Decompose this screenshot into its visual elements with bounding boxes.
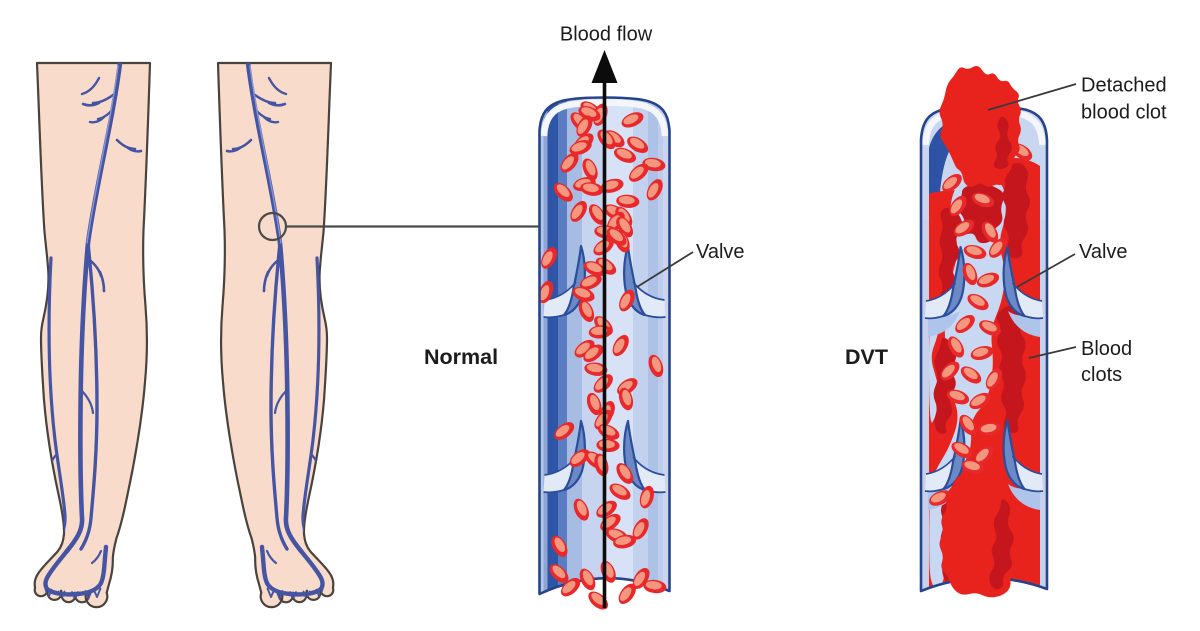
valve-dvt-label: Valve bbox=[1079, 241, 1128, 263]
normal-vein-illustration bbox=[538, 50, 671, 614]
annotation-circle bbox=[257, 211, 288, 242]
blood-clots-label-line2: clots bbox=[1081, 364, 1122, 386]
valve-flap-pair bbox=[924, 418, 1044, 493]
blood-clots-label-line1: Blood bbox=[1081, 338, 1132, 360]
blood-flow-label: Blood flow bbox=[560, 24, 653, 46]
knee-annotation bbox=[257, 211, 540, 242]
blood-clots-pointer bbox=[1028, 346, 1077, 359]
valve-normal-pointer bbox=[636, 251, 694, 288]
valve-normal-label: Valve bbox=[696, 241, 745, 263]
legs-illustration bbox=[33, 61, 334, 609]
normal-vein-tube bbox=[538, 96, 671, 614]
dvt-bottom-clot bbox=[946, 575, 1013, 598]
left-leg bbox=[33, 61, 152, 609]
detached-clot-label-line2: blood clot bbox=[1081, 102, 1167, 124]
blood-flow-arrow bbox=[591, 50, 618, 608]
detached-clot-label-line1: Detached bbox=[1081, 75, 1167, 97]
dvt-vein-tube bbox=[919, 66, 1049, 598]
valve-dvt-pointer bbox=[1016, 253, 1076, 288]
normal-label: Normal bbox=[424, 345, 498, 369]
valve-flap-pair bbox=[924, 245, 1044, 320]
right-leg bbox=[218, 63, 333, 607]
dvt-label: DVT bbox=[845, 345, 888, 369]
dvt-vein-illustration bbox=[919, 66, 1049, 598]
dvt-detached-clot bbox=[939, 66, 1021, 187]
detached-clot-pointer bbox=[987, 83, 1077, 111]
